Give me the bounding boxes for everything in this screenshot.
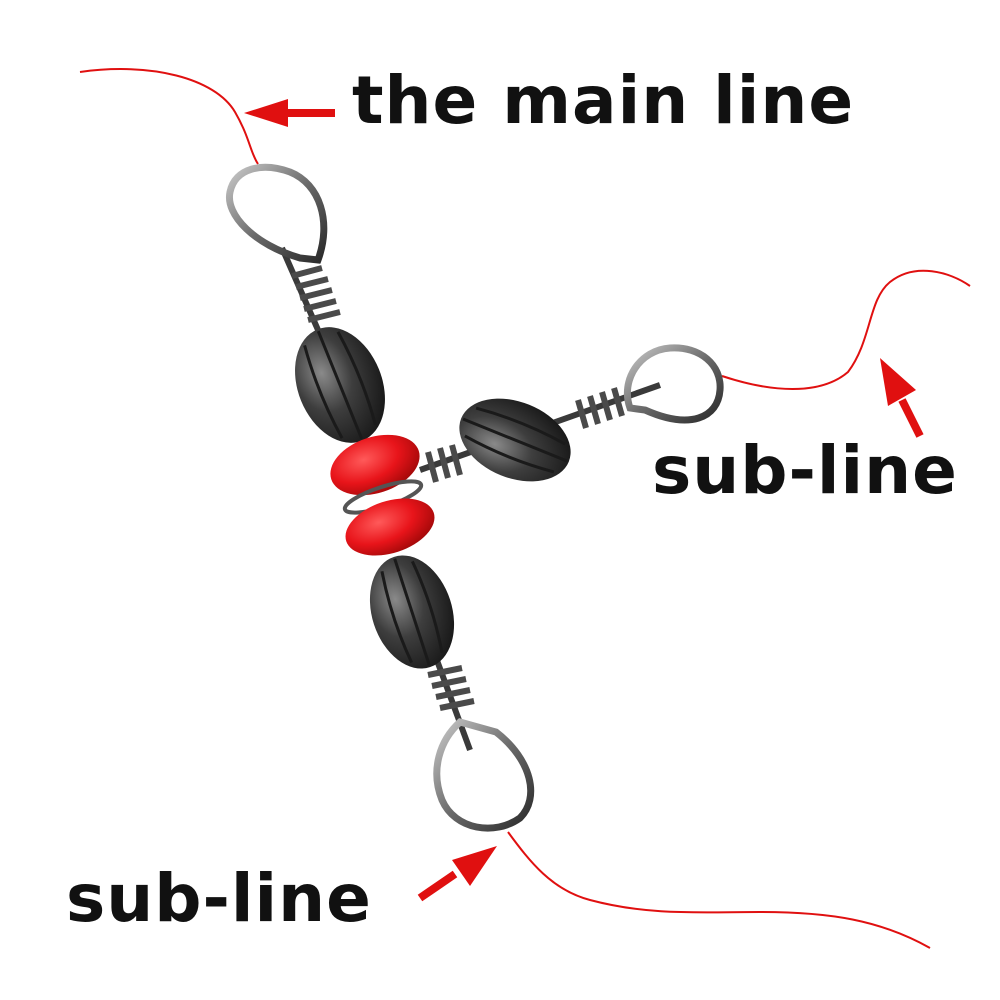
right-sub-line-arrow-icon xyxy=(880,358,924,438)
right-sub-line-label: sub-line xyxy=(652,432,958,509)
right-coil xyxy=(575,387,625,429)
junction-coil xyxy=(425,444,463,483)
right-eye-loop xyxy=(623,344,724,424)
lower-coil xyxy=(427,665,475,711)
right-barrel xyxy=(459,398,571,482)
main-line-arrow-icon xyxy=(244,99,335,127)
main-line-curve xyxy=(79,68,259,165)
main-line-label: the main line xyxy=(352,62,855,139)
top-eye-loop xyxy=(225,163,328,264)
right-sub-line-curve xyxy=(721,269,971,390)
upper-barrel xyxy=(295,327,385,443)
bottom-eye-loop xyxy=(433,718,535,832)
red-bead-lower xyxy=(345,498,435,556)
lower-barrel xyxy=(369,555,455,669)
left-sub-line-arrow-icon xyxy=(417,846,497,902)
bottom-sub-line-curve xyxy=(507,831,931,949)
left-sub-line-label: sub-line xyxy=(66,860,372,937)
upper-coil xyxy=(291,265,341,323)
red-bead-upper xyxy=(330,434,420,496)
three-way-swivel-icon xyxy=(225,163,724,832)
